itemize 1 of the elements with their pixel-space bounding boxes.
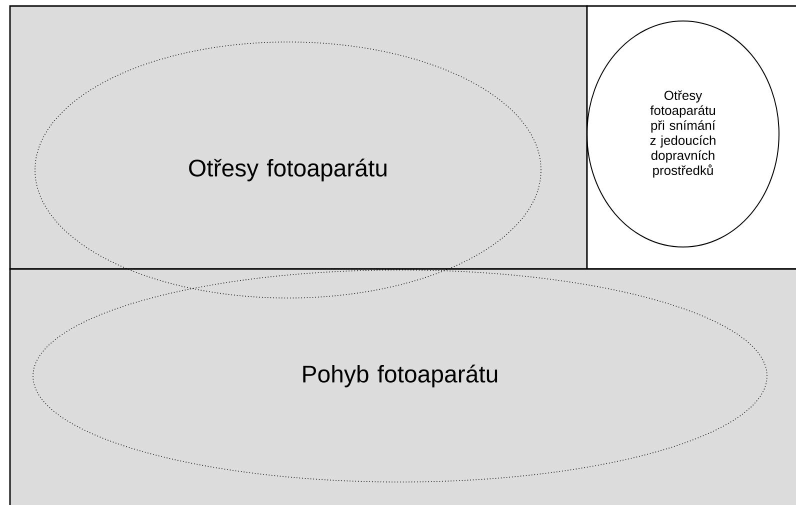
panel [9,5,588,270]
